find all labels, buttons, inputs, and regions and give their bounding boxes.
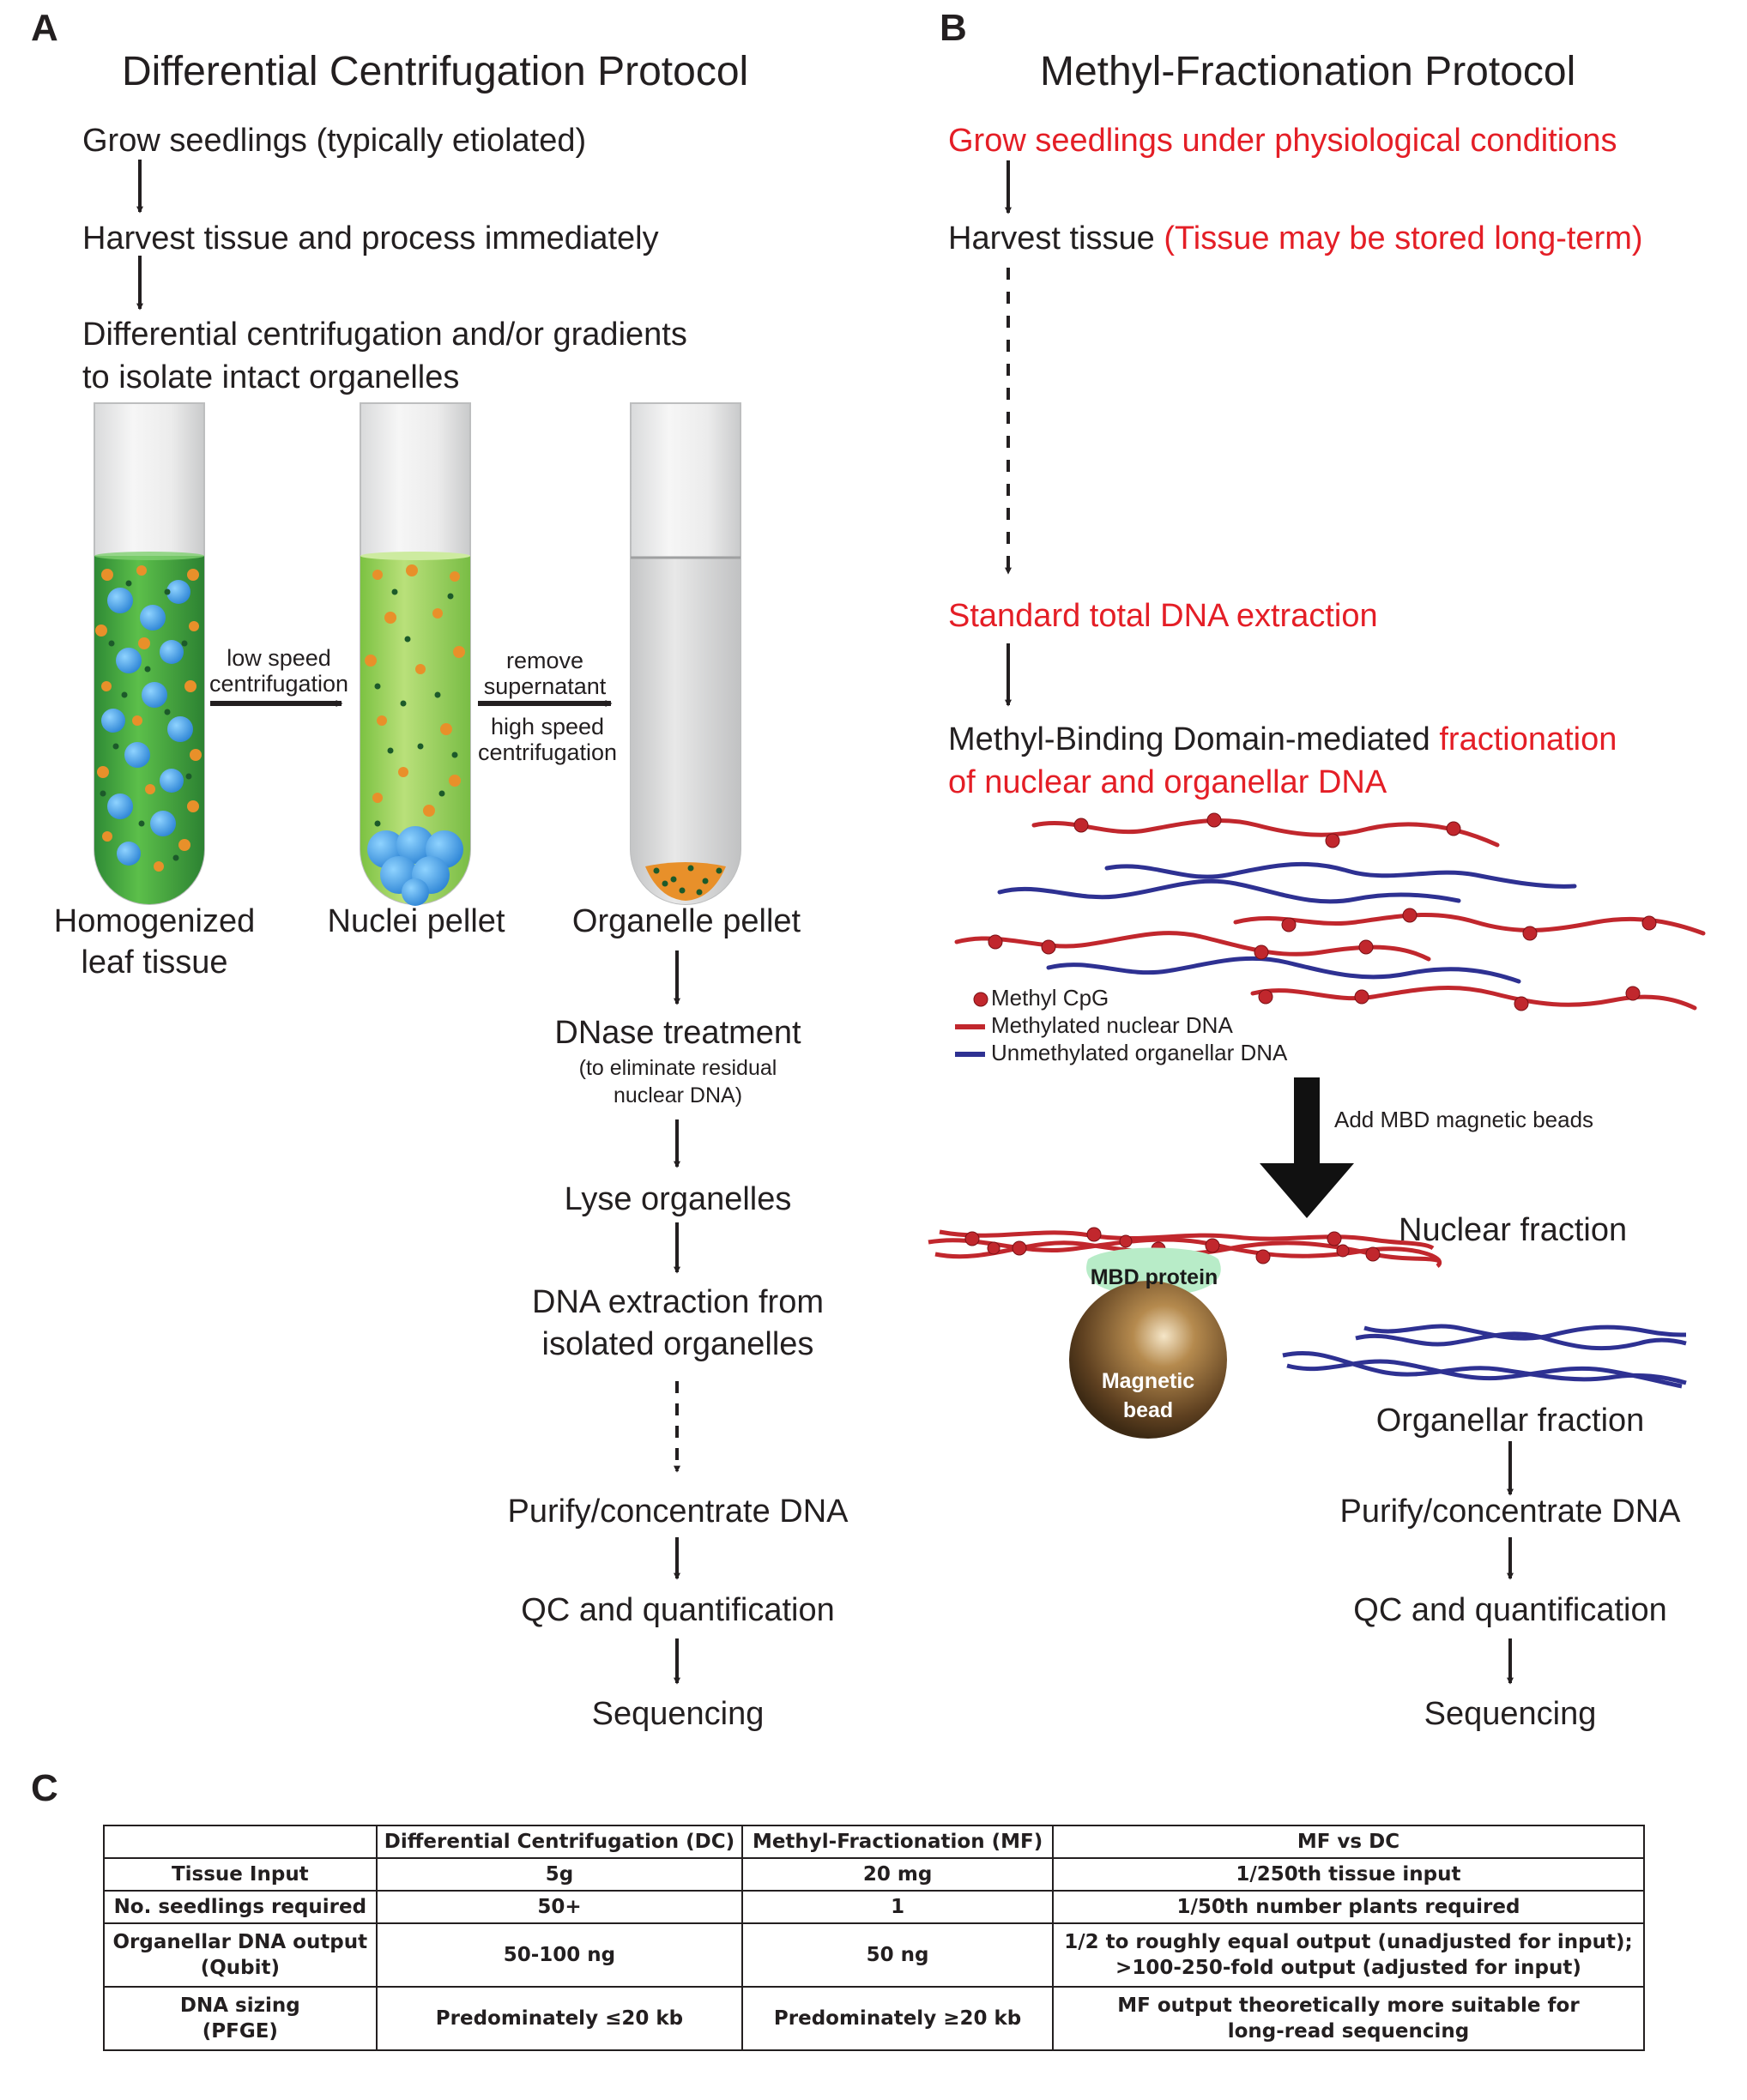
table-row: No. seedlings required 50+ 1 1/50th numb… (103, 1890, 1646, 1924)
tube-organelle-pellet (630, 402, 741, 905)
organellar-fraction-label: Organellar fraction (1375, 1403, 1645, 1439)
mbd-protein-label: MBD protein (1090, 1265, 1218, 1289)
nuclei-pellet-balls (367, 826, 463, 906)
dnase-note-1: (to eliminate residual (578, 1056, 777, 1080)
panel-b-step-sequencing: Sequencing (1424, 1696, 1597, 1732)
panel-b-step-grow: Grow seedlings under physiological condi… (948, 123, 1617, 159)
table-header-cell (103, 1825, 378, 1859)
cell-line: 1/2 to roughly equal output (unadjusted … (1064, 1931, 1633, 1953)
legend-swatches (955, 992, 988, 1057)
panel-b-step-qc: QC and quantification (1353, 1592, 1667, 1628)
table-cell: Predominately ≤20 kb (375, 1986, 744, 2051)
table-cell: 1/250th tissue input (1051, 1857, 1646, 1892)
tube1-label-1: Homogenized (53, 903, 256, 939)
table-cell: 5g (375, 1857, 744, 1892)
tube-nuclei-pellet (360, 402, 471, 906)
nuclear-fraction-label: Nuclear fraction (1399, 1212, 1628, 1248)
harvest-text: Harvest tissue (948, 220, 1164, 256)
dnase-note-2: nuclear DNA) (613, 1083, 743, 1107)
panel-a-step-sequencing: Sequencing (591, 1696, 765, 1732)
organellar-fraction-strands (1282, 1324, 1687, 1389)
panel-a-step-qc: QC and quantification (521, 1592, 835, 1628)
table-cell: 20 mg (741, 1857, 1054, 1892)
table-cell: 50-100 ng (375, 1922, 744, 1988)
big-down-arrow (1260, 1077, 1354, 1218)
table-header-row: Differential Centrifugation (DC) Methyl-… (103, 1825, 1646, 1859)
panel-a-step-extract-1: DNA extraction from (532, 1284, 824, 1320)
panel-a-title: Differential Centrifugation Protocol (122, 49, 749, 94)
mbd-text: Methyl-Binding Domain-mediated (948, 721, 1440, 757)
panel-b-letter: B (940, 7, 967, 49)
methyl-cpg-dots (988, 812, 1657, 1011)
panel-a-step-extract-2: isolated organelles (541, 1326, 814, 1362)
table-cell: DNA sizing (PFGE) (103, 1986, 378, 2051)
panel-b-arrows (1005, 160, 1514, 1685)
panel-b-step-mbd-2: of nuclear and organellar DNA (948, 764, 1387, 800)
nuclei-particles (101, 580, 193, 866)
mbd-protein-shape (1086, 1247, 1221, 1297)
tube-homogenized (94, 402, 205, 905)
cell-line: DNA sizing (179, 1994, 300, 2017)
panel-a-step-centrifuge-2: to isolate intact organelles (82, 359, 460, 395)
chloroplast-dots (100, 580, 192, 861)
comparison-table: Differential Centrifugation (DC) Methyl-… (103, 1825, 1646, 2051)
harvest-note: (Tissue may be stored long-term) (1164, 220, 1643, 256)
table-cell: No. seedlings required (103, 1890, 378, 1924)
cell-line: Organellar DNA output (112, 1931, 368, 1953)
panel-b-step-harvest: Harvest tissue (Tissue may be stored lon… (948, 218, 1643, 259)
panel-a-step-dnase: DNase treatment (554, 1015, 801, 1051)
arrow2-label-bottom-2: centrifugation (477, 739, 618, 765)
table-row: Tissue Input 5g 20 mg 1/250th tissue inp… (103, 1857, 1646, 1892)
arrow1-label-1: low speed (227, 645, 331, 671)
bead-label-2: bead (1122, 1398, 1174, 1422)
tube1-label-2: leaf tissue (81, 944, 228, 981)
cell-line: long-read sequencing (1227, 2020, 1470, 2043)
table-header-cell: Differential Centrifugation (DC) (375, 1825, 744, 1859)
table-header-cell: Methyl-Fractionation (MF) (741, 1825, 1054, 1859)
table-row: Organellar DNA output (Qubit) 50-100 ng 5… (103, 1922, 1646, 1988)
panel-b-step-mbd-1: Methyl-Binding Domain-mediated fractiona… (948, 719, 1617, 760)
table-cell: Predominately ≥20 kb (741, 1986, 1054, 2051)
arrow1-label-2: centrifugation (209, 671, 349, 697)
arrow2-label-top-2: supernatant (483, 673, 607, 699)
panel-b-title: Methyl-Fractionation Protocol (1040, 49, 1576, 94)
cell-line: (PFGE) (202, 2020, 278, 2043)
legend-unmethylated-label: Unmethylated organellar DNA (991, 1040, 1288, 1065)
table-cell: MF output theoretically more suitable fo… (1051, 1986, 1646, 2051)
table-cell: 1 (741, 1890, 1054, 1924)
legend-cpg-label: Methyl CpG (991, 985, 1109, 1011)
table-header-cell: MF vs DC (1051, 1825, 1646, 1859)
cell-line: MF output theoretically more suitable fo… (1117, 1994, 1580, 2017)
tube3-label: Organelle pellet (571, 903, 801, 939)
table-cell: 50+ (375, 1890, 744, 1924)
add-beads-label: Add MBD magnetic beads (1334, 1107, 1594, 1132)
arrow2-label-top-1: remove (505, 648, 584, 673)
panel-a-letter: A (31, 7, 58, 49)
mixed-dna-strands (954, 818, 1706, 1011)
cell-line: >100-250-fold output (adjusted for input… (1115, 1957, 1581, 1979)
panel-b-step-purify: Purify/concentrate DNA (1339, 1494, 1681, 1530)
table-cell: Tissue Input (103, 1857, 378, 1892)
table-row: DNA sizing (PFGE) Predominately ≤20 kb Pr… (103, 1986, 1646, 2051)
panel-a-step-lyse: Lyse organelles (564, 1181, 792, 1217)
tube2-label: Nuclei pellet (327, 903, 505, 939)
panel-a-step-purify: Purify/concentrate DNA (507, 1494, 849, 1530)
table-cell: 50 ng (741, 1922, 1054, 1988)
organelle-particles (95, 565, 202, 872)
table-cell: 1/50th number plants required (1051, 1890, 1646, 1924)
bead-label-1: Magnetic (1101, 1369, 1195, 1393)
table-cell: 1/2 to roughly equal output (unadjusted … (1051, 1922, 1646, 1988)
table-cell: Organellar DNA output (Qubit) (103, 1922, 378, 1988)
legend-methylated-label: Methylated nuclear DNA (991, 1012, 1233, 1038)
magnetic-bead (1069, 1281, 1227, 1439)
panel-a-step-grow: Grow seedlings (typically etiolated) (82, 123, 587, 159)
panel-b-step-extraction: Standard total DNA extraction (948, 598, 1378, 634)
panel-a-step-harvest: Harvest tissue and process immediately (82, 220, 659, 256)
cell-line: (Qubit) (200, 1957, 280, 1979)
mbd-fractionation: fractionation (1439, 721, 1617, 757)
panel-c-letter: C (31, 1767, 58, 1809)
panel-a-step-centrifuge-1: Differential centrifugation and/or gradi… (82, 317, 687, 353)
arrow2-label-bottom-1: high speed (490, 714, 605, 739)
